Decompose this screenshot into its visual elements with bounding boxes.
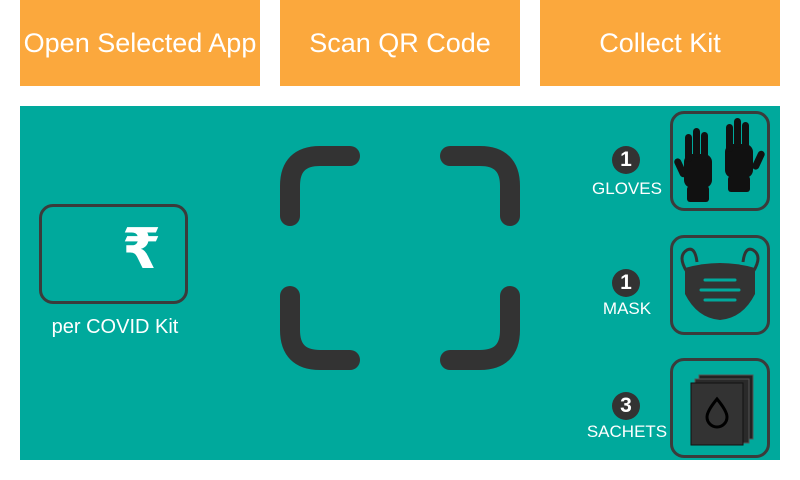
open-selected-app-button[interactable]: Open Selected App: [20, 0, 260, 86]
sachets-icon-box: [670, 358, 770, 458]
price-caption: per COVID Kit: [51, 316, 179, 338]
scan-corner-bottom-left: [280, 286, 360, 370]
gloves-icon-box: [670, 111, 770, 211]
sachets-count-badge: 3: [612, 392, 640, 420]
mask-label: MASK: [602, 299, 652, 318]
scan-corner-top-right: [440, 146, 520, 226]
mask-count-badge: 1: [612, 269, 640, 297]
scan-qr-code-button[interactable]: Scan QR Code: [280, 0, 520, 86]
mask-icon-box: [670, 235, 770, 335]
price-box: ₹: [39, 204, 188, 304]
scan-corner-bottom-right: [440, 286, 520, 370]
mask-icon: [680, 247, 760, 320]
scan-corner-top-left: [280, 146, 360, 226]
gloves-count-badge: 1: [612, 146, 640, 174]
qr-scan-frame: [280, 146, 520, 370]
rupee-icon: ₹: [122, 217, 161, 280]
sachets-label: SACHETS: [586, 422, 668, 441]
gloves-label: GLOVES: [592, 179, 662, 198]
sachets-icon: [690, 374, 754, 446]
collect-kit-button[interactable]: Collect Kit: [540, 0, 780, 86]
kit-panel: ₹ per COVID Kit 1 GLOVES: [20, 106, 780, 460]
gloves-icon: [674, 118, 765, 202]
